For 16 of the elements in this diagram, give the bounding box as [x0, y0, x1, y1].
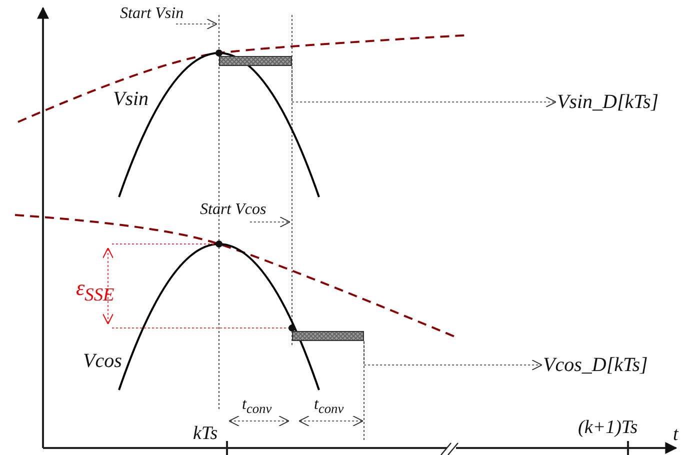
- arrow: [364, 340, 542, 370]
- duration-label: t$_{conv}$: [314, 396, 344, 417]
- conversion-bar: [292, 331, 364, 341]
- error-label: ε$_{SSE}$: [76, 276, 114, 305]
- time-label: (k+1)Ts: [578, 418, 638, 439]
- signal-label: Vsin: [113, 88, 149, 110]
- annotation-label: Start Vsin: [120, 5, 184, 23]
- signal-label: Vcos: [83, 350, 122, 372]
- output-label: Vcos_D[kTs]: [543, 354, 648, 376]
- time-label: kTs: [193, 424, 218, 445]
- duration-label: t$_{conv}$: [242, 396, 272, 417]
- annotation-label: Start Vcos: [200, 201, 266, 219]
- axis-label: t: [673, 425, 678, 446]
- arrow: [292, 66, 556, 108]
- conversion-bar: [219, 56, 292, 66]
- output-label: Vsin_D[kTs]: [557, 91, 659, 113]
